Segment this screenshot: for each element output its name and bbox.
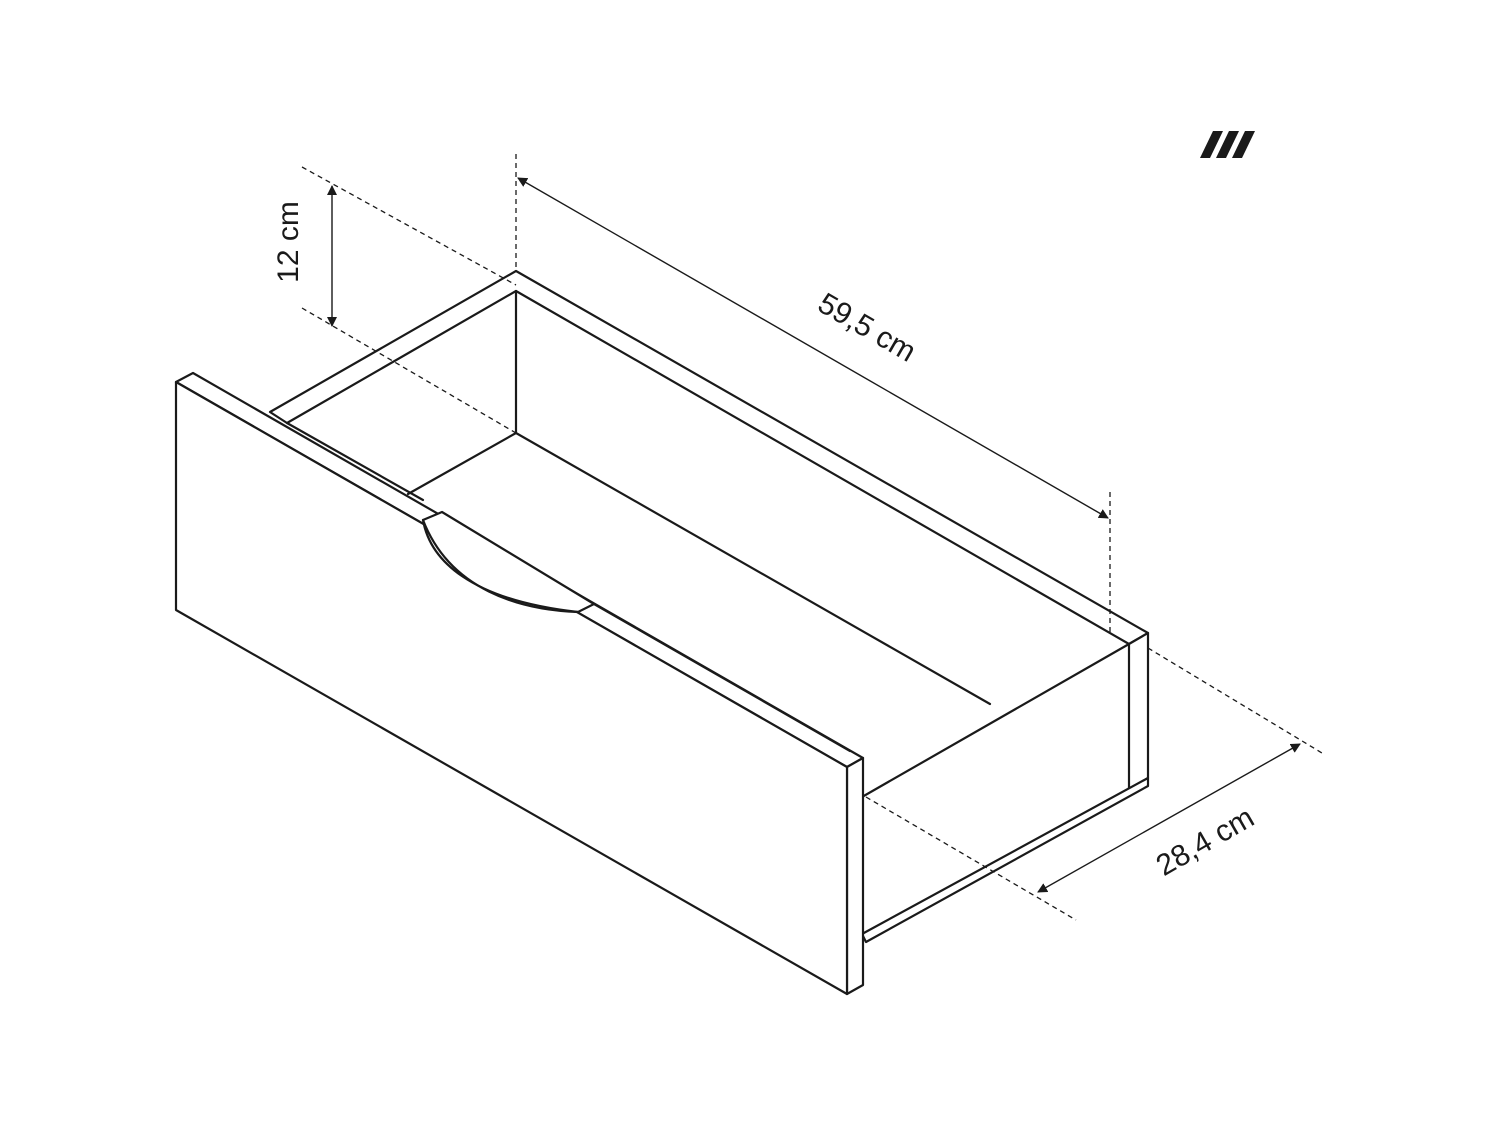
front-panel-side-edge (845, 756, 865, 996)
drawer-bottom-rail (860, 776, 1150, 944)
height-label: 12 cm (272, 201, 305, 283)
front-panel-face (174, 380, 849, 996)
right-side-panel (1127, 631, 1150, 791)
depth-label: 28,4 cm (1151, 801, 1260, 883)
triple-slash-logo-icon (1200, 131, 1255, 158)
depth-dimension: 28,4 cm (865, 647, 1323, 921)
height-dimension: 12 cm (272, 166, 517, 434)
drawer-front-panel (174, 371, 865, 996)
